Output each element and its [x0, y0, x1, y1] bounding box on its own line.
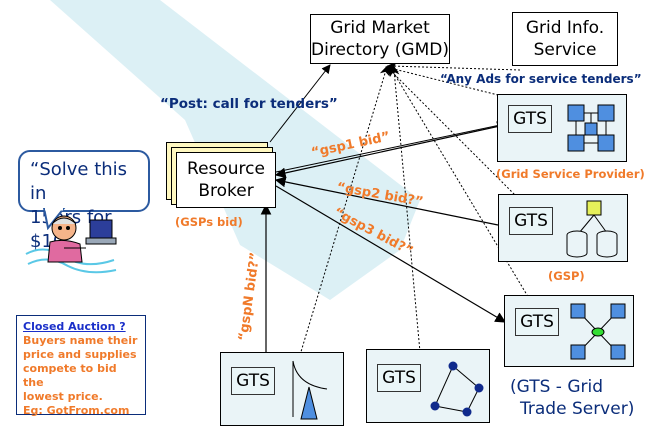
gsps-bid-label: (GSPs bid)	[175, 215, 243, 229]
dotted-gis-to-gmd	[387, 61, 521, 72]
gsp2-node: GTS	[498, 194, 628, 262]
gts-bl-label: GTS	[231, 367, 275, 395]
speech-bubble-tail	[42, 208, 66, 230]
gts-grid-line1: (GTS - Grid	[510, 377, 603, 397]
gts-grid-line2: Trade Server)	[520, 399, 635, 419]
closed-auction-box: Closed Auction ? Buyers name their price…	[16, 315, 146, 417]
gmd-line1: Grid Market	[330, 18, 430, 38]
gts-grid-trade-server-label: (GTS - Grid Trade Server)	[510, 376, 634, 420]
auction-line1: Buyers name their	[23, 334, 138, 347]
auction-line5: Eg: GotFrom.com	[23, 404, 130, 417]
gsp2-storage-icon	[566, 200, 618, 258]
post-call-label: “Post: call for tenders”	[160, 96, 338, 112]
dotted-gsp2-to-gmd	[386, 66, 521, 201]
resource-broker-box: Resource Broker	[176, 152, 276, 208]
arrow-broker-to-gmd	[269, 64, 331, 143]
gsp1-gts-label: GTS	[508, 105, 552, 133]
gsp2-gts-label: GTS	[509, 207, 553, 235]
gts-bm-label: GTS	[377, 364, 421, 392]
broker-line1: Resource	[187, 159, 265, 179]
grid-service-provider-label: (Grid Service Provider)	[496, 167, 645, 181]
dotted-gts-mid-to-gmd	[389, 65, 421, 353]
auction-line4: lowest price.	[23, 390, 103, 403]
speech-line1: “Solve this in	[30, 159, 128, 204]
speech-bubble: “Solve this in 15hrs for $10”	[18, 150, 150, 252]
auction-title-link[interactable]: Closed Auction ?	[23, 320, 126, 333]
gmd-line2: Directory (GMD)	[311, 40, 449, 60]
arrow-gsp2-to-broker	[274, 176, 499, 226]
arrow-gsp1-to-broker	[274, 125, 501, 179]
grid-market-directory-box: Grid Market Directory (GMD)	[310, 14, 450, 64]
dotted-gsp1-to-gmd	[385, 64, 511, 99]
gis-line1: Grid Info.	[525, 18, 605, 38]
gis-line2: Service	[533, 40, 597, 60]
broker-line2: Broker	[198, 181, 254, 201]
arrow-broker-to-gsp3	[275, 185, 507, 323]
user-at-computer-icon	[25, 215, 117, 274]
any-ads-label: “Any Ads for service tenders”	[440, 72, 642, 86]
gsp3-gts-label: GTS	[515, 308, 559, 336]
auction-line2: price and supplies	[23, 348, 137, 361]
gts-bl-cone-icon	[292, 360, 328, 420]
gsp1-node: GTS	[497, 94, 627, 162]
gsp-label: (GSP)	[548, 269, 585, 283]
grid-info-service-box: Grid Info. Service	[512, 12, 618, 66]
dotted-gts-left-to-gmd	[299, 65, 390, 356]
gts-bottom-middle-node: GTS	[366, 349, 490, 423]
gsp1-network-icon	[567, 104, 615, 152]
gsp3-star-network-icon	[570, 303, 626, 360]
gts-bottom-left-node: GTS	[220, 352, 344, 426]
arrow-broker-to-gsp1	[275, 121, 506, 173]
gsp3-node: GTS	[504, 295, 634, 367]
auction-line3: compete to bid the	[23, 362, 117, 389]
gts-bm-triangle-network-icon	[430, 361, 484, 417]
